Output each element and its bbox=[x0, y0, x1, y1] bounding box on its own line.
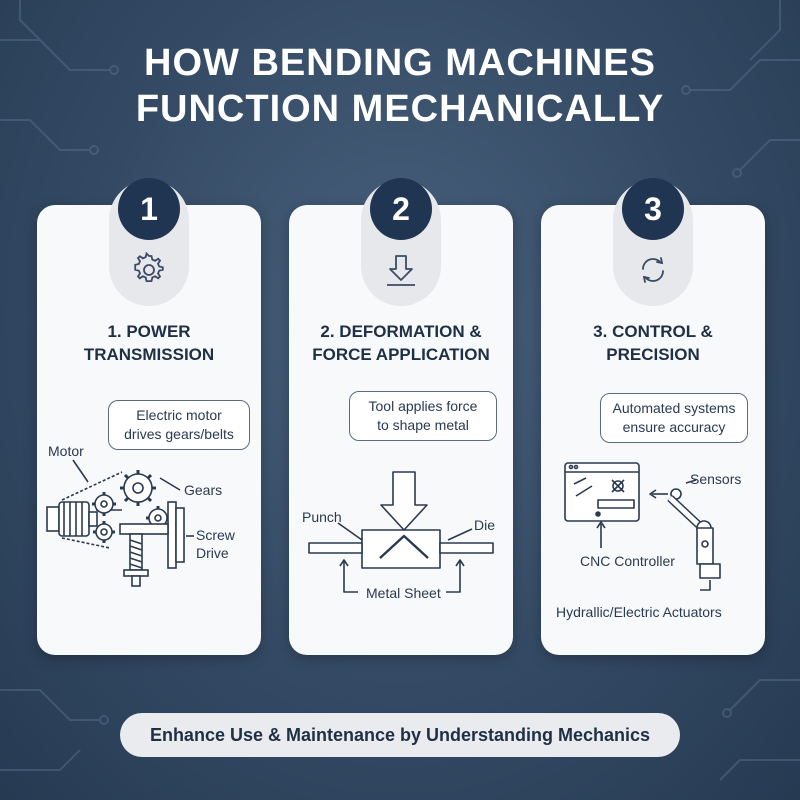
robot-arm-icon bbox=[667, 488, 721, 579]
label-motor: Motor bbox=[48, 443, 84, 459]
footer-banner: Enhance Use & Maintenance by Understandi… bbox=[120, 713, 680, 757]
gear-large-icon bbox=[120, 470, 156, 506]
callout-2-line-1: Tool applies force bbox=[368, 398, 478, 414]
label-screw-line-2: Drive bbox=[196, 545, 229, 561]
page-title: HOW BENDING MACHINES FUNCTION MECHANICAL… bbox=[0, 40, 800, 132]
step-number-2: 2 bbox=[370, 178, 432, 240]
step-heading-3-line-1: 3. CONTROL & bbox=[593, 322, 713, 341]
monitor-icon bbox=[564, 462, 640, 522]
step-number-1: 1 bbox=[118, 178, 180, 240]
label-actuators: Hydrallic/Electric Actuators bbox=[556, 604, 722, 620]
step-heading-2: 2. DEFORMATION & FORCE APPLICATION bbox=[289, 320, 513, 366]
step-heading-1: 1. POWER TRANSMISSION bbox=[37, 320, 261, 366]
label-punch: Punch bbox=[302, 509, 342, 525]
callout-motor: Electric motor drives gears/belts bbox=[108, 400, 250, 450]
step-heading-3-line-2: PRECISION bbox=[606, 345, 700, 364]
step-heading-2-line-1: 2. DEFORMATION & bbox=[320, 322, 482, 341]
metal-sheet bbox=[308, 542, 363, 554]
step-heading-1-line-2: TRANSMISSION bbox=[83, 345, 215, 364]
power-transmission-diagram bbox=[46, 459, 194, 587]
callout-1-line-2: drives gears/belts bbox=[124, 426, 234, 442]
label-screw-line-1: Screw bbox=[196, 527, 236, 543]
callout-1-line-1: Electric motor bbox=[136, 407, 222, 423]
label-sensors: Sensors bbox=[690, 471, 741, 487]
refresh-icon bbox=[642, 257, 664, 283]
label-die: Die bbox=[474, 517, 495, 533]
callout-force: Tool applies force to shape metal bbox=[349, 391, 497, 441]
callout-automation: Automated systems ensure accuracy bbox=[600, 393, 748, 443]
screw-drive-icon bbox=[119, 523, 169, 587]
gear-icon bbox=[134, 252, 164, 282]
die-block bbox=[361, 529, 441, 569]
title-line-1: HOW BENDING MACHINES bbox=[144, 42, 656, 84]
step-heading-1-line-1: 1. POWER bbox=[107, 322, 191, 341]
callout-2-line-2: to shape metal bbox=[377, 417, 469, 433]
label-metal-sheet: Metal Sheet bbox=[366, 585, 441, 601]
label-gears: Gears bbox=[184, 482, 222, 498]
step-heading-3: 3. CONTROL & PRECISION bbox=[541, 320, 765, 366]
control-diagram bbox=[564, 462, 721, 591]
step-heading-2-line-2: FORCE APPLICATION bbox=[312, 345, 490, 364]
callout-3-line-2: ensure accuracy bbox=[622, 419, 726, 435]
deformation-diagram bbox=[308, 471, 494, 593]
callout-3-line-1: Automated systems bbox=[612, 400, 736, 416]
motor-icon bbox=[46, 501, 98, 537]
arrow-down-icon bbox=[387, 255, 415, 286]
gear-small-icon bbox=[92, 492, 116, 516]
punch-arrow bbox=[380, 471, 428, 531]
title-line-2: FUNCTION MECHANICALLY bbox=[135, 88, 665, 130]
label-cnc-controller: CNC Controller bbox=[580, 553, 675, 569]
gear-bottom-icon bbox=[93, 521, 115, 543]
step-number-3: 3 bbox=[622, 178, 684, 240]
